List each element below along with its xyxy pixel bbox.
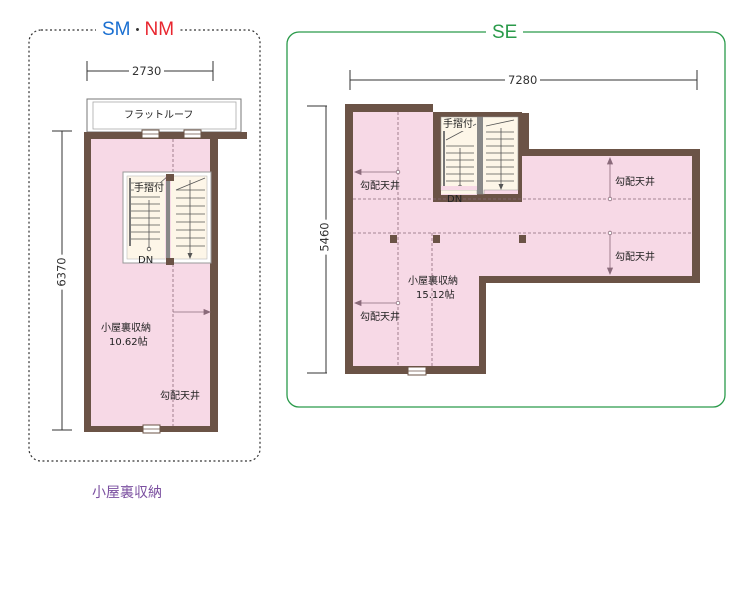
figure-caption: 小屋裏収納 [92, 485, 162, 501]
right-slope-ceiling-left-top: 勾配天井 [360, 181, 400, 192]
header-separator: ・ [130, 22, 145, 38]
post-3 [519, 235, 526, 243]
left-handrail-label: 手摺付 [134, 183, 164, 195]
right-slope-ceiling-right-top: 勾配天井 [615, 177, 655, 188]
left-width-dimension: 2730 [129, 64, 165, 78]
left-slope-ceiling-label: 勾配天井 [160, 391, 200, 402]
right-slope-ceiling-left-bottom: 勾配天井 [360, 312, 400, 323]
right-room-name: 小屋裏収納 [408, 276, 458, 287]
right-slope-ceiling-right-bottom: 勾配天井 [615, 252, 655, 263]
post-1 [390, 235, 397, 243]
post-2 [433, 235, 440, 243]
right-plan-header: SE [486, 22, 524, 44]
se-label: SE [492, 22, 518, 43]
right-room-area: 15.12帖 [416, 290, 455, 301]
right-slope-arrows [353, 156, 614, 307]
left-height-dimension: 6370 [54, 254, 69, 290]
right-width-dimension: 7280 [505, 73, 541, 87]
left-room-area: 10.62帖 [109, 337, 148, 348]
left-room-name: 小屋裏収納 [101, 323, 151, 334]
left-stair-dn-label: DN [138, 255, 154, 266]
flat-roof-inner [92, 101, 237, 130]
right-stair-dn-label: DN [447, 194, 463, 205]
flat-roof-label: フラットルーフ [124, 110, 194, 121]
left-plan-header: SM・NM [96, 19, 181, 41]
sm-label: SM [102, 19, 131, 40]
right-height-dimension: 5460 [317, 219, 332, 255]
right-handrail-label: 手摺付 [443, 119, 473, 131]
right-ridge-lines [353, 112, 692, 366]
nm-label: NM [144, 19, 175, 40]
left-slope-arrow [173, 308, 212, 316]
